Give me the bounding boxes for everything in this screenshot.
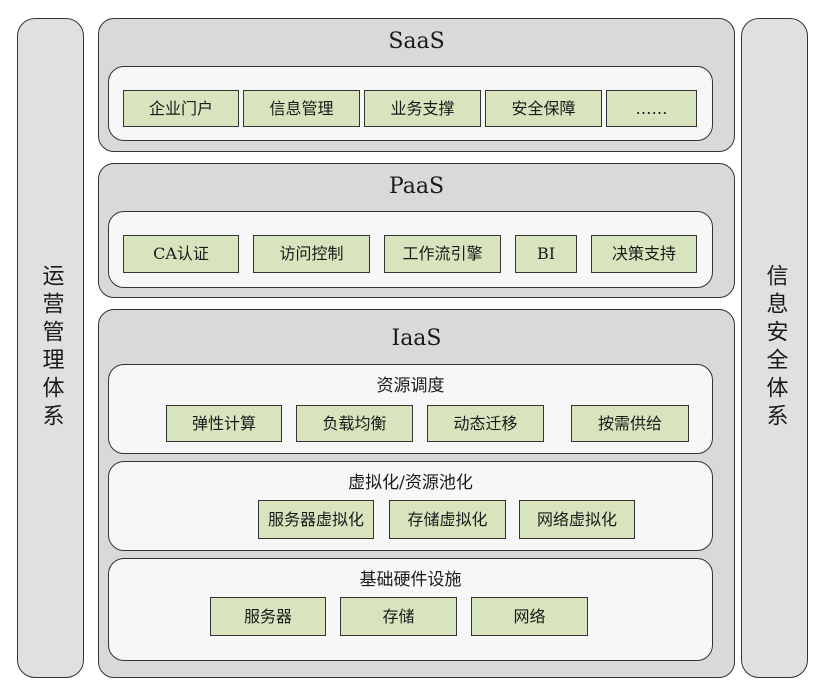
saas-title: SaaS xyxy=(388,29,445,54)
paas-title: PaaS xyxy=(388,174,445,199)
paas-item-bi: BI xyxy=(515,235,577,273)
operations-management-panel: 运营管理体系 xyxy=(17,18,84,678)
hardware-item-network: 网络 xyxy=(471,597,588,636)
virtualization-item-network: 网络虚拟化 xyxy=(519,500,635,539)
hardware-infrastructure-title: 基础硬件设施 xyxy=(359,570,462,590)
virtualization-item-storage: 存储虚拟化 xyxy=(389,500,506,539)
scheduling-item-elastic-compute: 弹性计算 xyxy=(166,405,282,442)
saas-item-information-management: 信息管理 xyxy=(243,90,360,127)
hardware-item-storage: 存储 xyxy=(340,597,457,636)
paas-item-workflow-engine: 工作流引擎 xyxy=(384,235,501,273)
paas-item-decision-support: 决策支持 xyxy=(591,235,697,273)
scheduling-item-dynamic-migration: 动态迁移 xyxy=(427,405,544,442)
saas-item-enterprise-portal: 企业门户 xyxy=(123,90,239,127)
information-security-label: 信息安全体系 xyxy=(762,264,788,432)
hardware-item-server: 服务器 xyxy=(210,597,326,636)
iaas-title: IaaS xyxy=(391,326,442,351)
scheduling-item-on-demand-supply: 按需供给 xyxy=(571,405,689,442)
saas-item-business-support: 业务支撑 xyxy=(364,90,481,127)
scheduling-item-load-balancing: 负载均衡 xyxy=(296,405,413,442)
saas-item-more: …… xyxy=(606,90,697,127)
operations-management-label: 运营管理体系 xyxy=(38,264,64,432)
virtualization-item-server: 服务器虚拟化 xyxy=(258,500,374,539)
paas-item-ca-auth: CA认证 xyxy=(123,235,239,273)
virtualization-title: 虚拟化/资源池化 xyxy=(348,473,473,493)
information-security-panel: 信息安全体系 xyxy=(741,18,808,678)
saas-item-security-assurance: 安全保障 xyxy=(485,90,602,127)
resource-scheduling-title: 资源调度 xyxy=(376,376,445,396)
paas-item-access-control: 访问控制 xyxy=(253,235,370,273)
